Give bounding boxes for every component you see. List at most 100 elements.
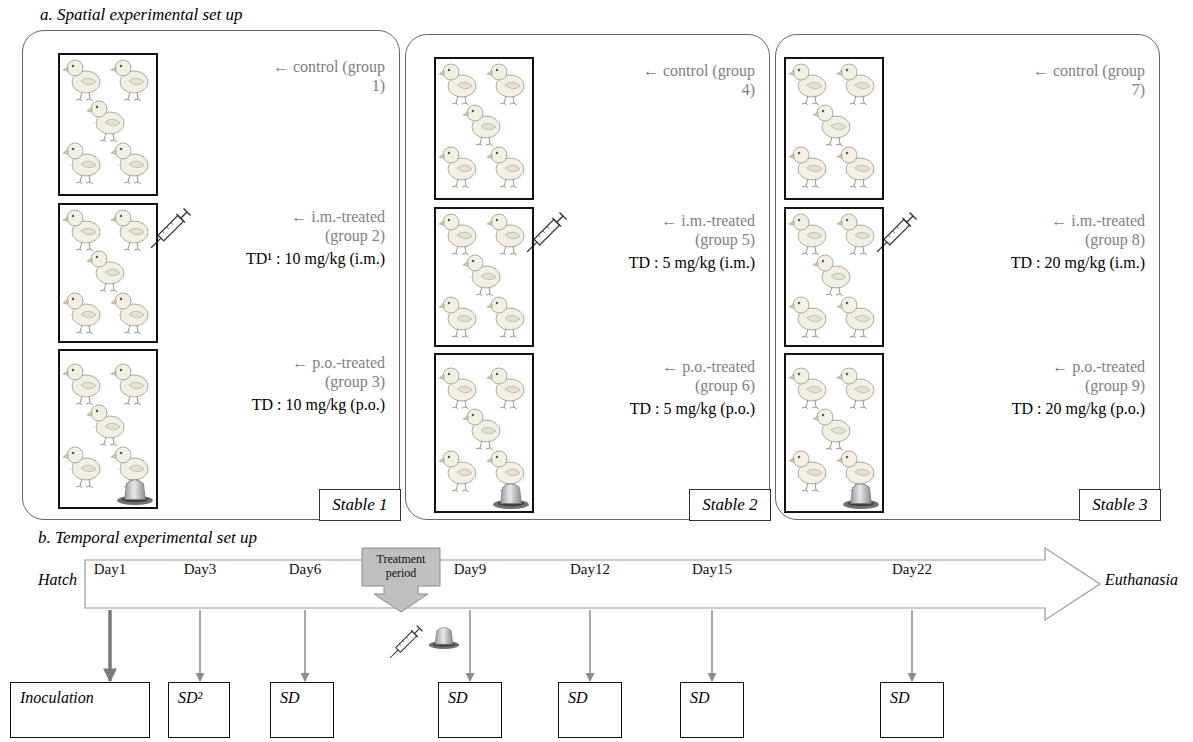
group-label: ← i.m.-treated (group 8) xyxy=(1020,211,1145,249)
group-label: ← control (group 7) xyxy=(1020,61,1145,99)
chick-group xyxy=(439,368,524,492)
group-label: ← control (group 1) xyxy=(260,57,385,95)
group-label-block: ← p.o.-treated (group 9)TD : 20 mg/kg (p… xyxy=(900,357,1145,418)
sample-label: SD² xyxy=(178,689,202,706)
day-slot: Day6 xyxy=(289,561,322,578)
group-label: TD : 10 mg/kg (p.o.) xyxy=(174,395,385,414)
timeline-arrow-shape xyxy=(85,548,1100,620)
day-label: Day9 xyxy=(454,561,487,577)
timeline-end: Euthanasia xyxy=(1105,571,1178,588)
feeder-icon xyxy=(117,480,153,505)
day-label: Day3 xyxy=(184,561,217,577)
group-label: TD¹ : 10 mg/kg (i.m.) xyxy=(174,249,385,268)
pen-box: ← control (group 4) xyxy=(434,57,534,200)
sample-label: SD xyxy=(568,689,588,706)
group-label-block: ← i.m.-treated (group 2) TD¹ : 10 mg/kg (… xyxy=(174,207,385,268)
group-label-block: ← p.o.-treated (group 3) TD : 10 mg/kg (p… xyxy=(174,353,385,414)
chick-group xyxy=(439,64,524,188)
sampling-arrow xyxy=(589,610,591,681)
section-heading: b. Temporal experimental set up xyxy=(38,528,257,547)
day-slot: Day1 xyxy=(94,561,127,578)
sampling-arrow xyxy=(304,610,306,681)
group-label: ← p.o.-treated (group 9) xyxy=(1020,357,1145,395)
group-label: TD : 20 mg/kg (i.m.) xyxy=(900,253,1145,272)
pen-box: ← p.o.-treated (group 9)TD : 20 mg/kg (p… xyxy=(784,353,884,513)
day-label: Day1 xyxy=(94,561,127,577)
stable-region: ← control (group 7) ← i.m.-treated (group… xyxy=(775,34,1160,520)
stable-region: ← control (group 1) ← i.m.-treated (group… xyxy=(22,30,400,520)
timeline-arrow-outline xyxy=(85,548,1100,620)
sampling-box: Inoculation xyxy=(10,682,150,738)
syringe-icon xyxy=(873,212,918,257)
pen-box: ← p.o.-treated (group 6)TD : 5 mg/kg (p.… xyxy=(434,353,534,513)
syringe-icon xyxy=(147,208,192,253)
label-slot: Hatch xyxy=(38,571,77,589)
stable-region: ← control (group 4) ← i.m.-treated (group… xyxy=(405,34,770,520)
chick-group xyxy=(789,368,874,492)
sampling-arrow xyxy=(469,610,471,681)
stable-name: Stable 3 xyxy=(1092,495,1147,514)
callout-text: Treatment period xyxy=(377,552,426,580)
sample-label: SD xyxy=(280,689,300,706)
sampling-box: SD² xyxy=(168,682,230,738)
sampling-box: SD xyxy=(558,682,622,738)
chick-group xyxy=(789,64,874,188)
timeline-start: Hatch xyxy=(38,571,77,588)
sampling-arrow xyxy=(199,610,201,681)
day-label: Day6 xyxy=(289,561,322,577)
group-label-block: ← i.m.-treated (group 8) TD : 20 mg/kg (i… xyxy=(900,211,1145,272)
label-slot: Euthanasia xyxy=(1105,571,1178,589)
stable-tag: Stable 3 xyxy=(1079,489,1160,521)
syringe-icon xyxy=(387,625,424,662)
day-slot: Day9 xyxy=(454,561,487,578)
group-label-block: ← i.m.-treated (group 5) TD : 5 mg/kg (i.… xyxy=(550,211,755,272)
sampling-arrow xyxy=(108,610,112,681)
callout-outline xyxy=(362,548,440,612)
sampling-box: SD xyxy=(880,682,944,738)
group-label-block: ← control (group 1) xyxy=(174,57,385,95)
feeder-icon xyxy=(493,484,529,509)
pen-box: ← control (group 1) xyxy=(58,53,158,196)
group-label: ← p.o.-treated (group 3) xyxy=(260,353,385,391)
stable-name: Stable 1 xyxy=(332,495,387,514)
group-label: TD : 5 mg/kg (i.m.) xyxy=(550,253,755,272)
group-label: ← i.m.-treated (group 2) xyxy=(260,207,385,245)
day-label: Day12 xyxy=(570,561,610,577)
day-slot: Day3 xyxy=(184,561,217,578)
day-label: Day22 xyxy=(892,561,932,577)
pen-box: ← i.m.-treated (group 2)TD¹ : 10 mg/kg (… xyxy=(58,203,158,343)
group-label-block: ← control (group 4) xyxy=(550,61,755,99)
sampling-box: SD xyxy=(680,682,744,738)
section-heading: a. Spatial experimental set up xyxy=(40,5,243,24)
sampling-arrow xyxy=(711,610,713,681)
label-slot: b. Temporal experimental set up xyxy=(38,528,257,548)
sampling-box: SD xyxy=(270,682,334,738)
syringe-icon xyxy=(523,212,568,257)
chick-group xyxy=(63,364,148,488)
group-label-block: ← control (group 7) xyxy=(900,61,1145,99)
day-label: Day15 xyxy=(692,561,732,577)
group-label: ← control (group 4) xyxy=(630,61,755,99)
chick-group xyxy=(439,214,524,338)
sample-label: Inoculation xyxy=(20,689,94,706)
feeder-icon xyxy=(843,484,879,509)
label-slot: a. Spatial experimental set up xyxy=(40,5,243,25)
sample-label: SD xyxy=(690,689,710,706)
chick-group xyxy=(789,214,874,338)
day-slot: Day22 xyxy=(892,561,932,578)
chick-group xyxy=(63,210,148,334)
stable-tag: Stable 1 xyxy=(319,489,400,521)
sampling-arrow xyxy=(911,610,913,681)
group-label-block: ← p.o.-treated (group 6) TD : 5 mg/kg (p.… xyxy=(550,357,755,418)
group-label: TD : 5 mg/kg (p.o.) xyxy=(550,399,755,418)
group-label: ← p.o.-treated (group 6) xyxy=(630,357,755,395)
group-label: ← i.m.-treated (group 5) xyxy=(630,211,755,249)
feeder-icon xyxy=(429,627,459,649)
treatment-callout: Treatment period xyxy=(362,548,440,614)
day-slot: Day15 xyxy=(692,561,732,578)
timeline-arrow: Day1 Day3 Day6 Day9 Day12 Day15 Day22 xyxy=(85,548,1100,620)
